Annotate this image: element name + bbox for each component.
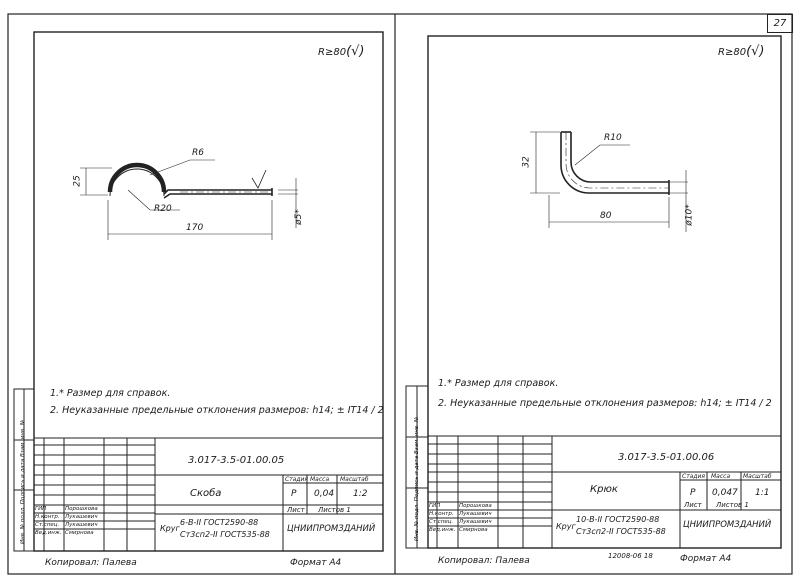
- right-roughness-value: R≥80: [718, 47, 747, 58]
- right-role-2: Ст.спец.: [429, 519, 454, 525]
- page-border: [7, 13, 793, 575]
- right-format: Формат А4: [680, 554, 732, 564]
- right-side-stamp: [405, 385, 429, 549]
- right-dim-height: 32: [521, 156, 532, 168]
- left-format: Формат А4: [290, 558, 342, 568]
- left-name-2: Лукашевич: [65, 522, 98, 528]
- right-copied: Копировал: Палева: [438, 556, 530, 566]
- left-dim-dia: ø5*: [293, 209, 304, 225]
- left-org: ЦНИИПРОМЗДАНИЙ: [287, 524, 376, 534]
- left-name-0: Порошкова: [65, 506, 98, 512]
- right-dim-r10: R10: [604, 133, 622, 143]
- right-name-2: Лукашевич: [459, 519, 492, 525]
- left-roughness-value: R≥80: [318, 47, 347, 58]
- left-name-3: Смирнова: [65, 530, 94, 536]
- left-role-3: Вед.инж.: [35, 530, 62, 536]
- left-note-2: 2. Неуказанные предельные отклонения раз…: [50, 405, 384, 416]
- left-name-1: Лукашевич: [65, 514, 98, 520]
- right-side-stamp-text: Инв. № подл. Подпись и дата Взам. инв. №: [414, 416, 420, 541]
- left-role-2: Ст.спец.: [35, 522, 60, 528]
- hook-drawing: [530, 131, 688, 232]
- left-material-2: Ст3сп2-II ГОСТ535-88: [180, 530, 270, 539]
- left-side-stamp-text: Инв. № подл. Подпись и дата Взам. инв. №: [20, 419, 26, 544]
- right-org: ЦНИИПРОМЗДАНИЙ: [683, 520, 772, 530]
- right-roughness-symbol: (√): [746, 44, 765, 59]
- left-doc-code: 3.017-3.5-01.00.05: [188, 455, 285, 466]
- right-sheets-label: Листов 1: [716, 501, 749, 509]
- right-roughness: R≥80(√): [718, 44, 765, 59]
- right-title-block: [428, 435, 781, 548]
- right-role-0: ГИП: [429, 503, 441, 509]
- right-material-1: 10-В-II ГОСТ2590-88: [576, 515, 660, 524]
- left-dim-r6: R6: [192, 148, 204, 158]
- right-note-2: 2. Неуказанные предельные отклонения раз…: [438, 398, 772, 409]
- left-dim-length: 170: [186, 223, 204, 233]
- left-scale: 1:2: [353, 489, 368, 499]
- right-role-1: Н.контр.: [429, 511, 454, 517]
- left-title-block: [34, 437, 383, 551]
- right-mass: 0,047: [712, 488, 738, 498]
- left-stage-header: Стадия: [285, 476, 309, 483]
- right-note-1: 1.* Размер для справок.: [438, 378, 559, 389]
- left-material-prefix: Круг: [160, 524, 180, 533]
- left-mass-header: Масса: [310, 476, 330, 483]
- right-name-1: Лукашевич: [459, 511, 492, 517]
- right-part-name: Крюк: [590, 484, 618, 495]
- left-sheets-label: Листов 1: [318, 506, 351, 514]
- right-mass-header: Масса: [711, 473, 731, 480]
- right-dim-length: 80: [600, 211, 612, 221]
- left-copied: Копировал: Палева: [45, 558, 137, 568]
- right-stage-header: Стадия: [682, 473, 706, 480]
- left-scale-header: Масштаб: [340, 476, 369, 483]
- left-dim-r20: R20: [154, 204, 172, 214]
- left-roughness: R≥80(√): [318, 44, 365, 59]
- right-sheet-label: Лист: [684, 501, 702, 509]
- left-roughness-symbol: (√): [346, 44, 365, 59]
- staple-drawing: [80, 159, 298, 240]
- right-sheet-frame: [427, 35, 782, 549]
- right-material-2: Ст3сп2-II ГОСТ535-88: [576, 527, 666, 536]
- left-sheet-frame: [33, 31, 384, 552]
- left-side-stamp: [13, 388, 35, 552]
- left-sheet-label: Лист: [287, 506, 305, 514]
- left-stage: Р: [291, 489, 297, 499]
- right-name-3: Смирнова: [459, 527, 488, 533]
- left-role-0: ГИП: [35, 506, 47, 512]
- left-note-1: 1.* Размер для справок.: [50, 388, 171, 399]
- left-mass: 0,04: [314, 489, 335, 499]
- right-extra: 12008-06 18: [608, 552, 653, 560]
- right-role-3: Вед.инж.: [429, 527, 456, 533]
- right-doc-code: 3.017-3.5-01.00.06: [618, 452, 715, 463]
- right-dim-dia: ø10*: [684, 204, 695, 226]
- right-stage: Р: [690, 488, 696, 498]
- right-name-0: Порошкова: [459, 503, 492, 509]
- right-scale: 1:1: [755, 488, 770, 498]
- right-scale-header: Масштаб: [743, 473, 772, 480]
- left-dim-height: 25: [72, 175, 83, 187]
- right-material-prefix: Круг: [556, 522, 576, 531]
- left-material-1: 6-В-II ГОСТ2590-88: [180, 518, 259, 527]
- left-role-1: Н.контр.: [35, 514, 60, 520]
- left-part-name: Скоба: [190, 488, 222, 499]
